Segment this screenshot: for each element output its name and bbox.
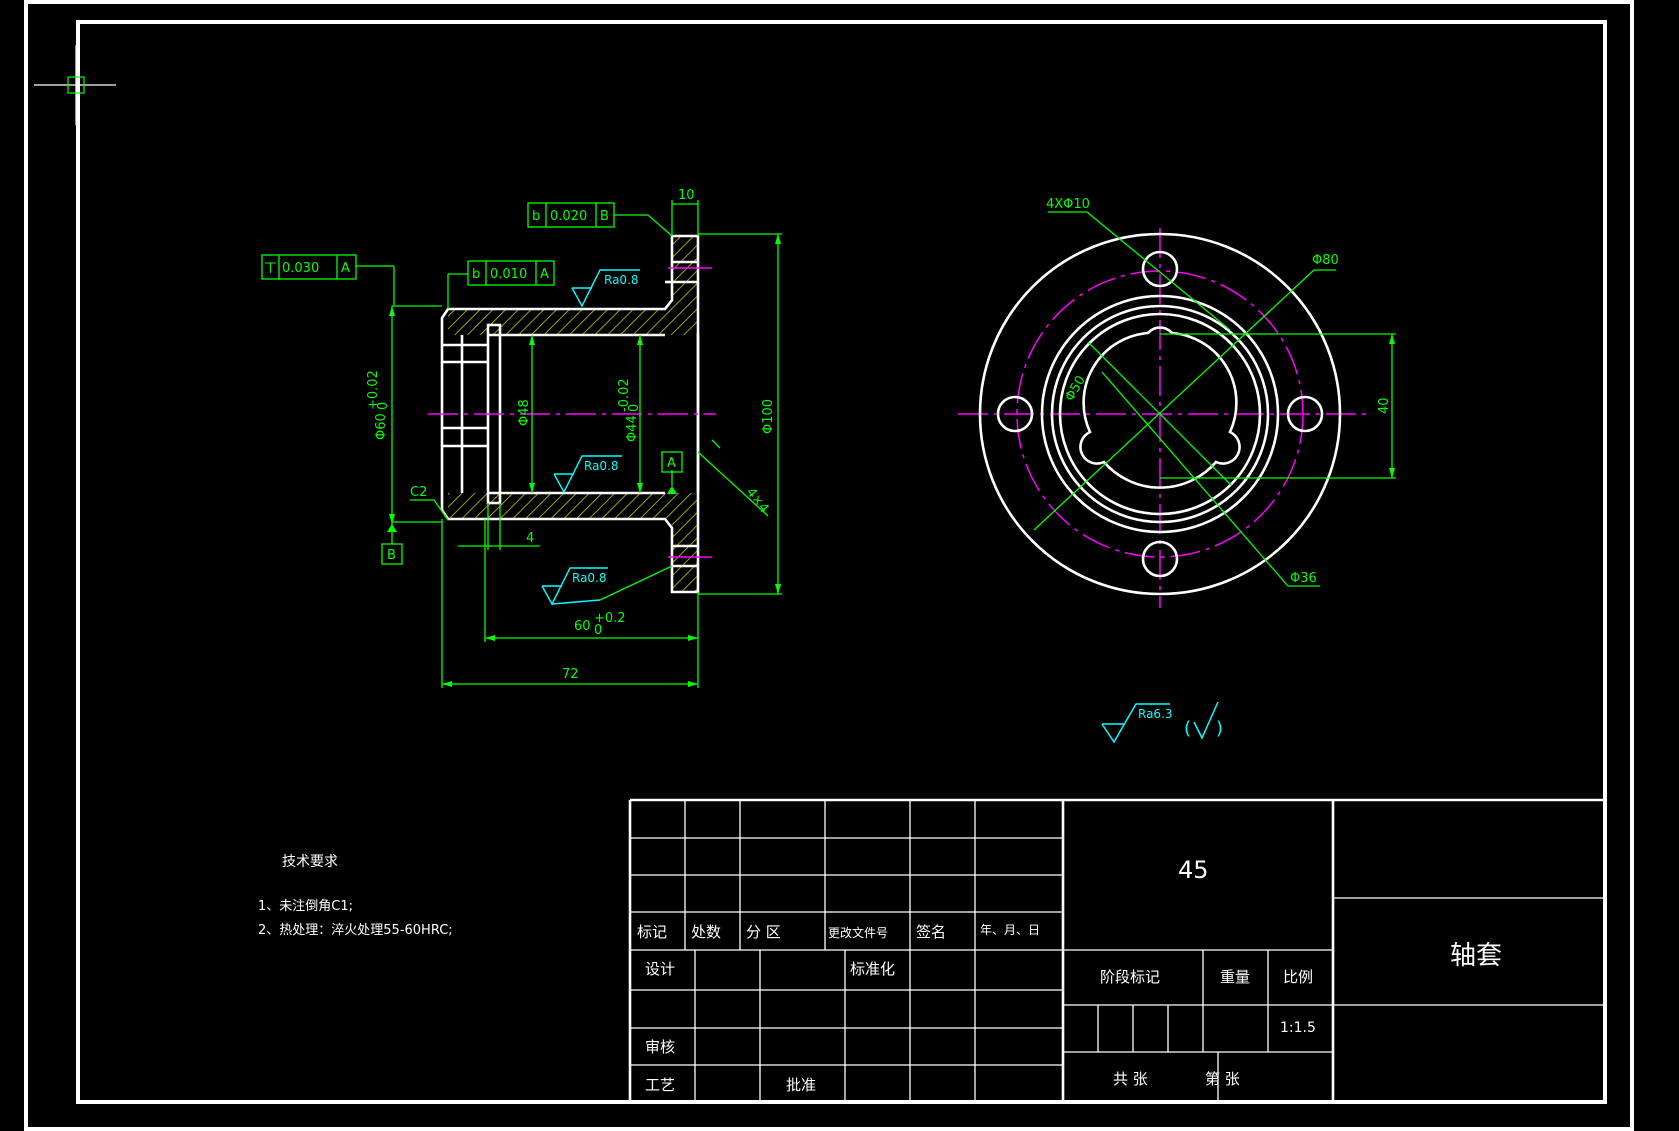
part-name: 轴套 bbox=[1450, 941, 1502, 971]
dim-bore-diameter: Φ44 -0.02 0 bbox=[617, 378, 642, 442]
svg-text:ㄒ: ㄒ bbox=[264, 261, 277, 276]
crosshair-cursor[interactable] bbox=[34, 45, 116, 125]
svg-text:): ) bbox=[1216, 718, 1223, 739]
dim-flange-diameter: Φ100 bbox=[761, 399, 776, 434]
svg-text:0.030: 0.030 bbox=[282, 261, 319, 276]
svg-text:0.010: 0.010 bbox=[490, 267, 527, 282]
label-zone: 分 区 bbox=[746, 923, 781, 941]
label-review: 审核 bbox=[645, 1038, 675, 1056]
label-stage: 阶段标记 bbox=[1100, 968, 1160, 986]
tolerance-frame-runout-flange: b 0.020 B bbox=[527, 202, 615, 228]
end-view-outline bbox=[978, 232, 1342, 596]
tech-requirements-title: 技术要求 bbox=[282, 854, 338, 870]
end-view: 4XΦ10 Φ80 Φ36 Φ50 40 bbox=[958, 197, 1396, 608]
label-approve: 批准 bbox=[786, 1076, 816, 1094]
dim-groove-diameter: Φ48 bbox=[517, 399, 532, 426]
end-view-dimensions bbox=[1033, 211, 1396, 587]
roughness-symbol-2: Ra0.8 bbox=[553, 455, 622, 494]
dim-groove-width: 4 bbox=[526, 531, 534, 546]
svg-text:B: B bbox=[387, 548, 396, 563]
material: 45 bbox=[1178, 856, 1209, 884]
end-view-arrows bbox=[1389, 334, 1395, 478]
svg-text:(: ( bbox=[1184, 718, 1191, 739]
svg-text:0: 0 bbox=[376, 402, 391, 410]
label-sheet: 第 张 bbox=[1205, 1070, 1240, 1088]
hatch-top-wall bbox=[448, 309, 665, 335]
dimension-arrows bbox=[387, 234, 781, 687]
tech-requirement-item: 2、热处理：淬火处理55-60HRC; bbox=[258, 923, 453, 938]
svg-text:A: A bbox=[540, 267, 549, 282]
tech-requirement-item: 1、未注倒角C1; bbox=[258, 899, 353, 914]
tolerance-frame-runout-top: b 0.010 A bbox=[467, 260, 555, 286]
section-view: ㄒ 0.030 A b 0.010 A b 0.020 B A B bbox=[261, 188, 782, 688]
svg-text:0: 0 bbox=[627, 404, 642, 412]
svg-text:A: A bbox=[667, 456, 676, 471]
label-process: 工艺 bbox=[645, 1076, 675, 1094]
svg-text:-0.02: -0.02 bbox=[617, 378, 632, 412]
dim-bore-length: 60 +0.2 0 bbox=[574, 611, 626, 638]
svg-text:0: 0 bbox=[594, 623, 602, 638]
dim-pcd: Φ80 bbox=[1312, 253, 1339, 268]
section-outline bbox=[440, 234, 700, 594]
tech-requirements: 技术要求 1、未注倒角C1; 2、热处理：淬火处理55-60HRC; bbox=[258, 854, 453, 938]
outer-border bbox=[24, 0, 1634, 1131]
svg-text:+0.02: +0.02 bbox=[366, 370, 381, 410]
label-total: 共 张 bbox=[1113, 1070, 1148, 1088]
dim-outer-diameter: Φ60 +0.02 0 bbox=[366, 370, 391, 440]
label-ratio: 比例 bbox=[1283, 968, 1313, 986]
svg-text:Ra0.8: Ra0.8 bbox=[584, 459, 619, 473]
label-count: 处数 bbox=[691, 923, 721, 941]
label-weight: 重量 bbox=[1220, 968, 1250, 986]
roughness-symbol-1: Ra0.8 bbox=[571, 269, 640, 308]
svg-text:b: b bbox=[472, 267, 480, 282]
label-date: 年、月、日 bbox=[980, 923, 1040, 937]
inner-border bbox=[76, 20, 1607, 1104]
label-signature: 签名 bbox=[916, 923, 946, 941]
dim-width: 40 bbox=[1377, 397, 1392, 414]
svg-text:+0.2: +0.2 bbox=[594, 611, 626, 626]
dim-total-length: 72 bbox=[562, 667, 579, 682]
label-standardize: 标准化 bbox=[850, 960, 895, 978]
section-dimensions bbox=[356, 200, 782, 688]
svg-text:B: B bbox=[600, 209, 609, 224]
svg-text:Ra0.8: Ra0.8 bbox=[604, 273, 639, 287]
roughness-symbol-3: Ra0.8 bbox=[541, 567, 608, 606]
dim-flange-thickness: 10 bbox=[678, 188, 695, 203]
svg-text:60: 60 bbox=[574, 619, 591, 634]
tolerance-frame-perpendicularity: ㄒ 0.030 A bbox=[261, 254, 357, 280]
datum-a: A bbox=[661, 451, 683, 473]
dim-inner: Φ36 bbox=[1290, 571, 1317, 586]
svg-text:A: A bbox=[341, 261, 350, 276]
svg-text:Ra0.8: Ra0.8 bbox=[572, 571, 607, 585]
general-roughness: Ra6.3 ( ) bbox=[1101, 701, 1223, 744]
dim-chamfer: C2 bbox=[410, 485, 427, 500]
hatch-bottom-wall bbox=[448, 493, 665, 519]
title-block: 45 轴套 1:1.5 标记 处数 分 区 更改文件号 签名 年、月、日 设计 … bbox=[628, 798, 1605, 1102]
label-mark: 标记 bbox=[637, 923, 667, 941]
datum-b: B bbox=[381, 543, 403, 565]
dim-holes: 4XΦ10 bbox=[1046, 197, 1090, 212]
svg-text:b: b bbox=[532, 209, 540, 224]
svg-text:0.020: 0.020 bbox=[550, 209, 587, 224]
label-doc-no: 更改文件号 bbox=[828, 925, 888, 940]
label-design: 设计 bbox=[645, 960, 675, 978]
scale-value: 1:1.5 bbox=[1280, 1020, 1316, 1036]
svg-text:Φ44: Φ44 bbox=[625, 415, 640, 442]
svg-text:Ra6.3: Ra6.3 bbox=[1138, 707, 1173, 721]
svg-text:Φ60: Φ60 bbox=[374, 413, 389, 440]
